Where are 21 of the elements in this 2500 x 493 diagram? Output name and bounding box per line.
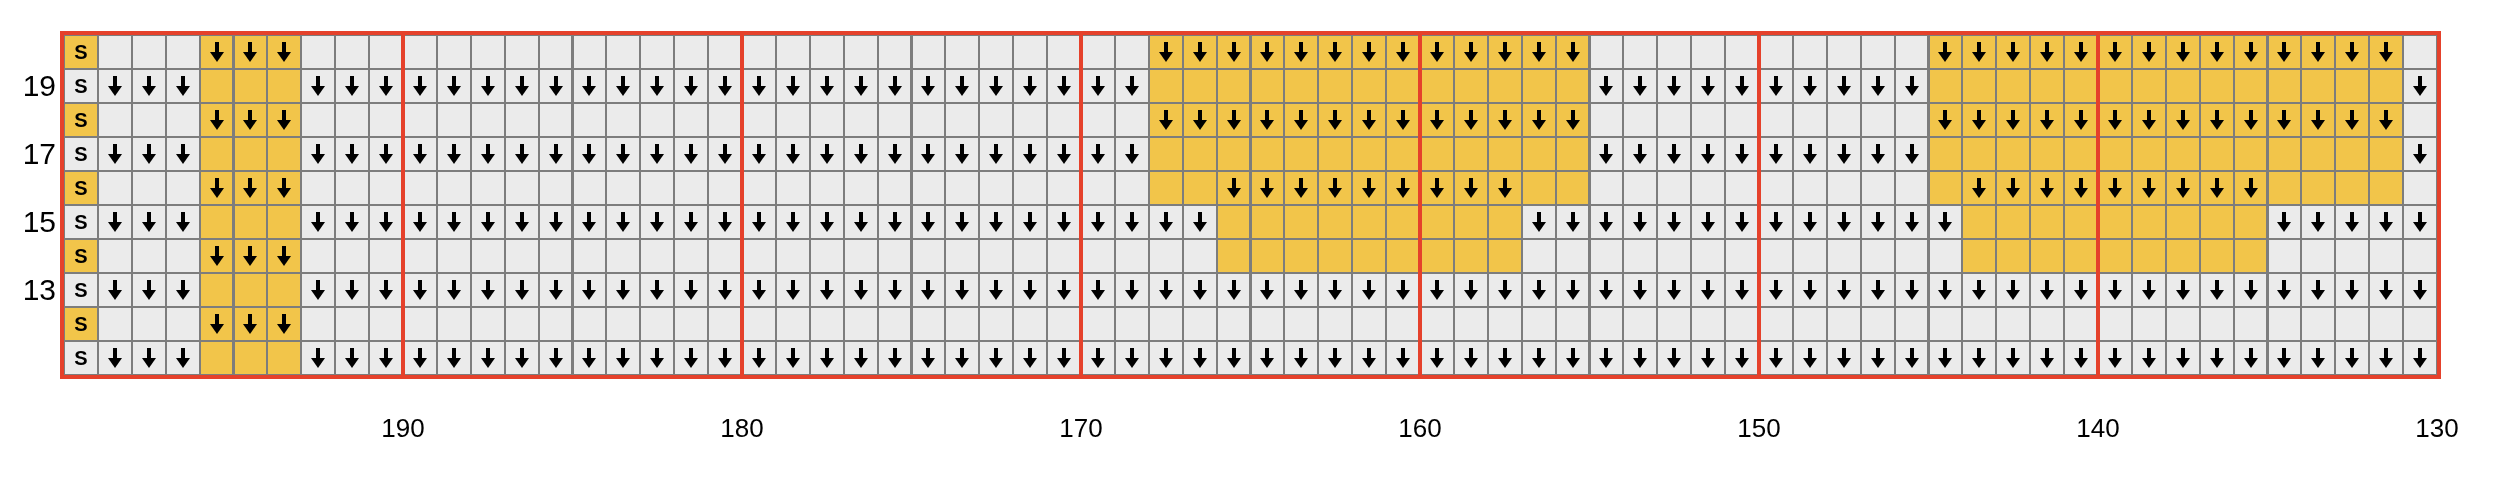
slip-stitch-cell: S <box>65 308 97 340</box>
slip-stitch-cell: S <box>65 36 97 68</box>
slip-stitch-cell: S <box>65 172 97 204</box>
slip-stitch-cell: S <box>65 342 97 374</box>
column-number: 140 <box>2076 415 2120 441</box>
row-number: 15 <box>22 207 56 237</box>
slip-stitch-cell: S <box>65 70 97 102</box>
column-number: 160 <box>1398 415 1442 441</box>
slip-stitch-cell: S <box>65 240 97 272</box>
row-number: 17 <box>22 139 56 169</box>
column-number: 130 <box>2415 415 2459 441</box>
column-number: 170 <box>1059 415 1103 441</box>
slip-stitch-cell: S <box>65 274 97 306</box>
slip-stitch-cell: S <box>65 104 97 136</box>
column-number: 150 <box>1737 415 1781 441</box>
column-number: 180 <box>720 415 764 441</box>
column-number: 190 <box>381 415 425 441</box>
slip-stitch-cell: S <box>65 138 97 170</box>
row-number: 19 <box>22 71 56 101</box>
row-number: 13 <box>22 275 56 305</box>
slip-stitch-cell: S <box>65 206 97 238</box>
